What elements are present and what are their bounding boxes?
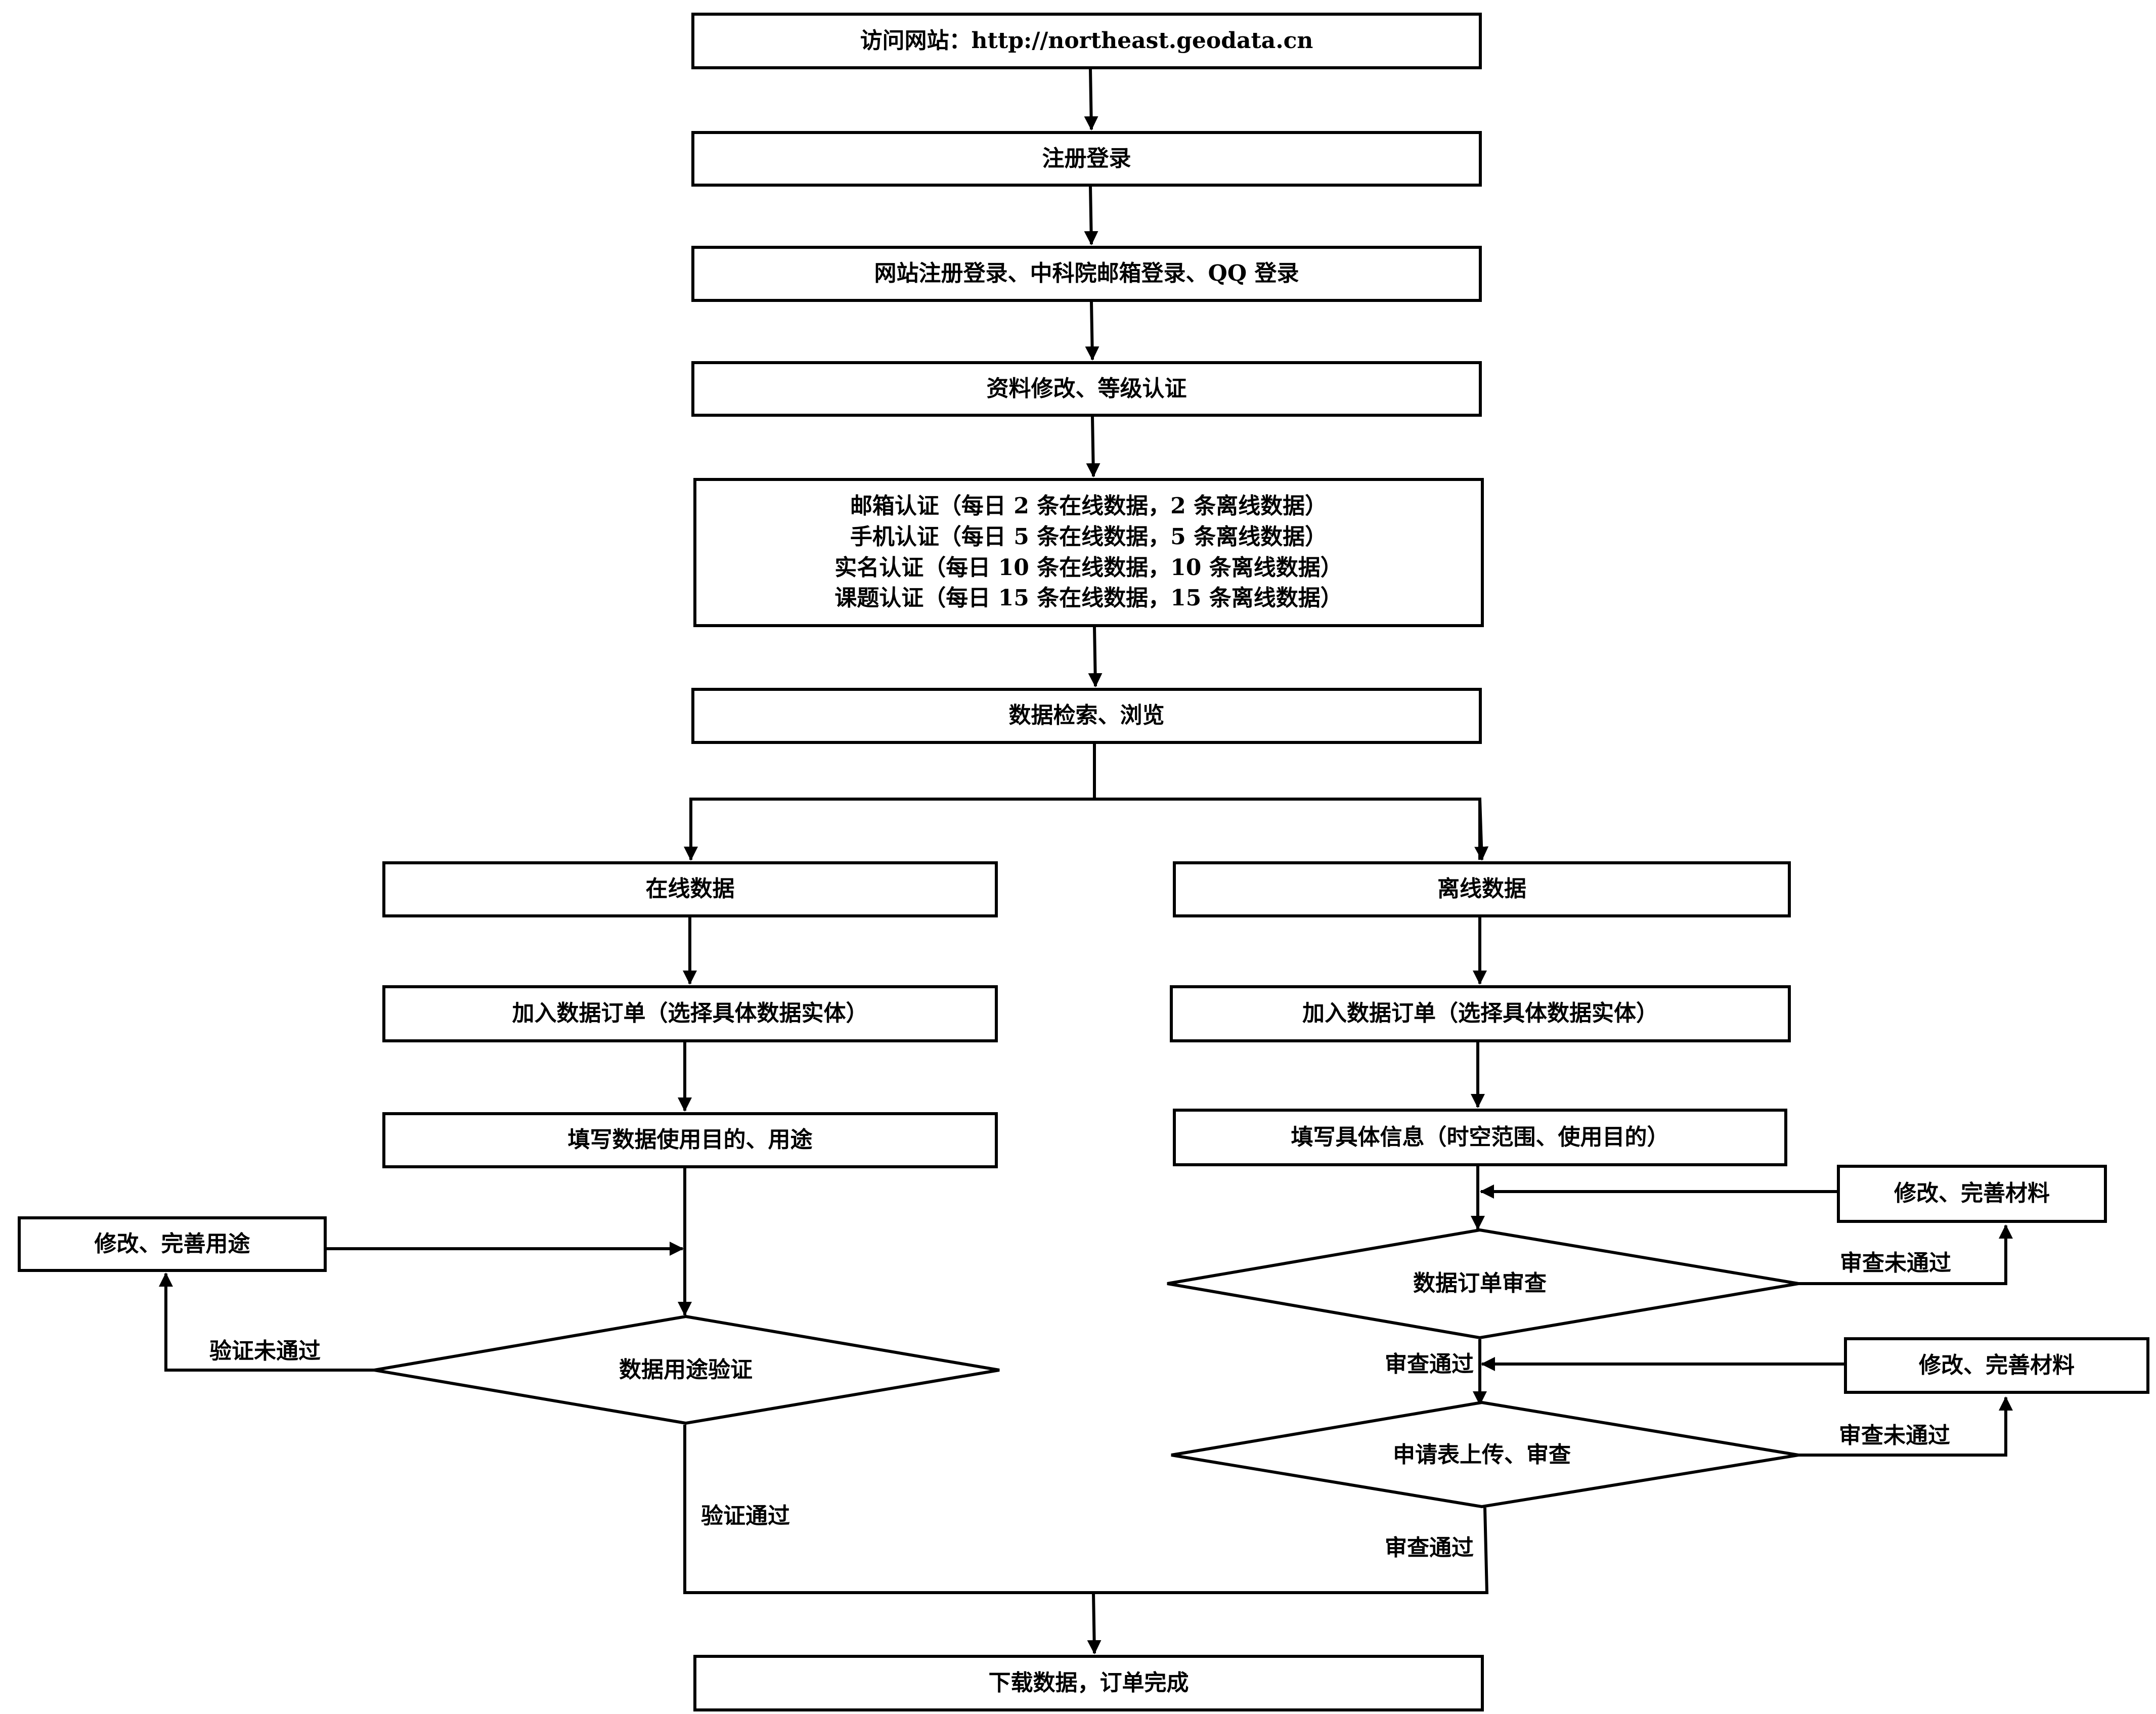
node-download-label: 下载数据，订单完成 [988,1669,1189,1696]
diamond-purpose-check-label: 数据用途验证 [619,1357,753,1383]
node-online-purpose-label: 填写数据使用目的、用途 [567,1127,813,1153]
arrow-login-profile [1085,301,1099,361]
node-profile: 资料修改、等级认证 [691,361,1482,417]
node-cert-levels: 邮箱认证（每日 2 条在线数据，2 条离线数据） 手机认证（每日 5 条在线数据… [693,478,1484,627]
node-profile-label: 资料修改、等级认证 [986,375,1187,402]
split-line-right [1094,798,1481,860]
diamond-order-review-label: 数据订单审查 [1413,1270,1547,1296]
node-download: 下载数据，订单完成 [693,1655,1484,1711]
diamond-purpose-check [374,1314,1000,1425]
node-modify-materials-1-label: 修改、完善材料 [1894,1180,2050,1207]
arrow-levels-search [1088,627,1103,687]
arrow-register-login [1084,186,1098,245]
node-search-label: 数据检索、浏览 [1008,702,1165,729]
arrow-split-offline [1474,799,1489,861]
cert-level-phone: 手机认证（每日 5 条在线数据，5 条离线数据） [850,523,1328,550]
arrow-verify-fail [159,1272,374,1372]
diamond-application-review-label: 申请表上传、审查 [1393,1442,1571,1468]
arrow-visit-register [1084,69,1098,130]
node-online-order-label: 加入数据订单（选择具体数据实体） [512,1000,868,1027]
node-online-data: 在线数据 [382,861,998,917]
cert-levels-list: 邮箱认证（每日 2 条在线数据，2 条离线数据） 手机认证（每日 5 条在线数据… [834,493,1342,612]
node-offline-info-label: 填写具体信息（时空范围、使用目的） [1291,1124,1669,1150]
diamond-application-review [1171,1400,1799,1509]
node-modify-purpose-label: 修改、完善用途 [94,1230,250,1257]
node-offline-order-label: 加入数据订单（选择具体数据实体） [1302,1000,1658,1027]
arrow-profile-levels [1086,416,1101,477]
edge-label-verify-fail: 验证未通过 [209,1338,321,1364]
node-online-order: 加入数据订单（选择具体数据实体） [382,985,998,1042]
line-review-pass-2 [1093,1507,1489,1594]
edge-label-review-fail-1: 审查未通过 [1840,1250,1951,1276]
node-modify-materials-2-label: 修改、完善材料 [1919,1352,2075,1378]
cert-level-realname: 实名认证（每日 10 条在线数据，10 条离线数据） [834,554,1343,581]
node-offline-info: 填写具体信息（时空范围、使用目的） [1173,1109,1787,1166]
node-offline-data: 离线数据 [1173,861,1791,917]
diamond-order-review [1167,1228,1799,1340]
node-visit-website: 访问网站：http://northeast.geodata.cn [691,13,1482,69]
node-search: 数据检索、浏览 [691,688,1482,744]
node-modify-materials-2: 修改、完善材料 [1844,1337,2149,1394]
arrow-merge-download [1087,1592,1102,1654]
edge-label-review-fail-2: 审查未通过 [1839,1423,1950,1448]
node-visit-label: 访问网站：http://northeast.geodata.cn [860,27,1313,54]
node-modify-purpose: 修改、完善用途 [18,1216,327,1272]
node-online-purpose: 填写数据使用目的、用途 [382,1112,998,1168]
arrow-review-fail-1 [1798,1224,2013,1285]
node-login-methods-label: 网站注册登录、中科院邮箱登录、QQ 登录 [874,260,1299,287]
node-modify-materials-1: 修改、完善材料 [1837,1165,2107,1223]
node-offline-label: 离线数据 [1437,876,1526,902]
node-login-methods: 网站注册登录、中科院邮箱登录、QQ 登录 [691,246,1482,302]
split-line [684,744,1096,861]
node-register-label: 注册登录 [1042,145,1131,171]
line-verify-pass [683,1425,1093,1594]
edge-label-verify-pass: 验证通过 [701,1503,790,1529]
node-online-label: 在线数据 [645,876,735,902]
edge-label-review-pass-2: 审查通过 [1385,1535,1474,1561]
node-register: 注册登录 [691,131,1482,187]
arrow-review-fail-2 [1798,1396,2013,1457]
cert-level-project: 课题认证（每日 15 条在线数据，15 条离线数据） [834,585,1343,611]
cert-level-email: 邮箱认证（每日 2 条在线数据，2 条离线数据） [850,493,1328,519]
edge-label-review-pass-1: 审查通过 [1385,1351,1474,1377]
node-offline-order: 加入数据订单（选择具体数据实体） [1170,985,1791,1042]
